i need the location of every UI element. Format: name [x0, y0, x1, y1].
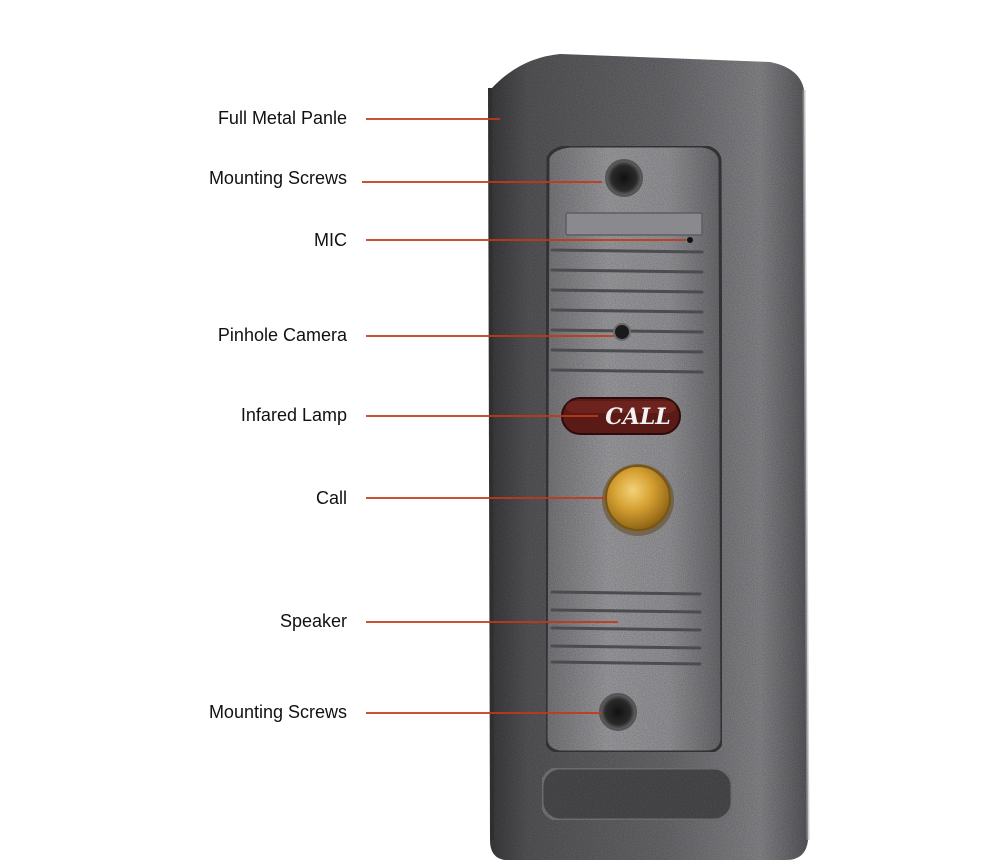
mounting-screw-top-icon — [605, 159, 643, 197]
label-call: Call — [315, 488, 347, 508]
mic-slot — [565, 212, 703, 236]
label-mic: MIC — [314, 230, 347, 250]
call-badge-text: CALL — [605, 404, 671, 430]
label-pinhole-camera: Pinhole Camera — [217, 325, 347, 345]
label-speaker: Speaker — [279, 611, 347, 631]
call-badge: CALL — [561, 397, 681, 435]
bottom-slot — [540, 766, 734, 822]
mounting-screw-bottom-icon — [599, 693, 637, 731]
call-button[interactable] — [602, 464, 674, 536]
speaker-grille — [550, 590, 702, 666]
mic-hole-icon — [687, 237, 693, 243]
label-infrared-lamp: Infared Lamp — [240, 405, 347, 425]
label-mounting-screws-bottom: Mounting Screws — [208, 702, 347, 722]
leader-lines — [362, 118, 686, 714]
faceplate — [544, 144, 724, 754]
label-mounting-screws-top: Mounting Screws — [208, 168, 347, 188]
label-full-metal-panel: Full Metal Panle — [217, 108, 347, 128]
upper-grille — [550, 248, 704, 374]
pinhole-camera-icon — [613, 323, 631, 341]
